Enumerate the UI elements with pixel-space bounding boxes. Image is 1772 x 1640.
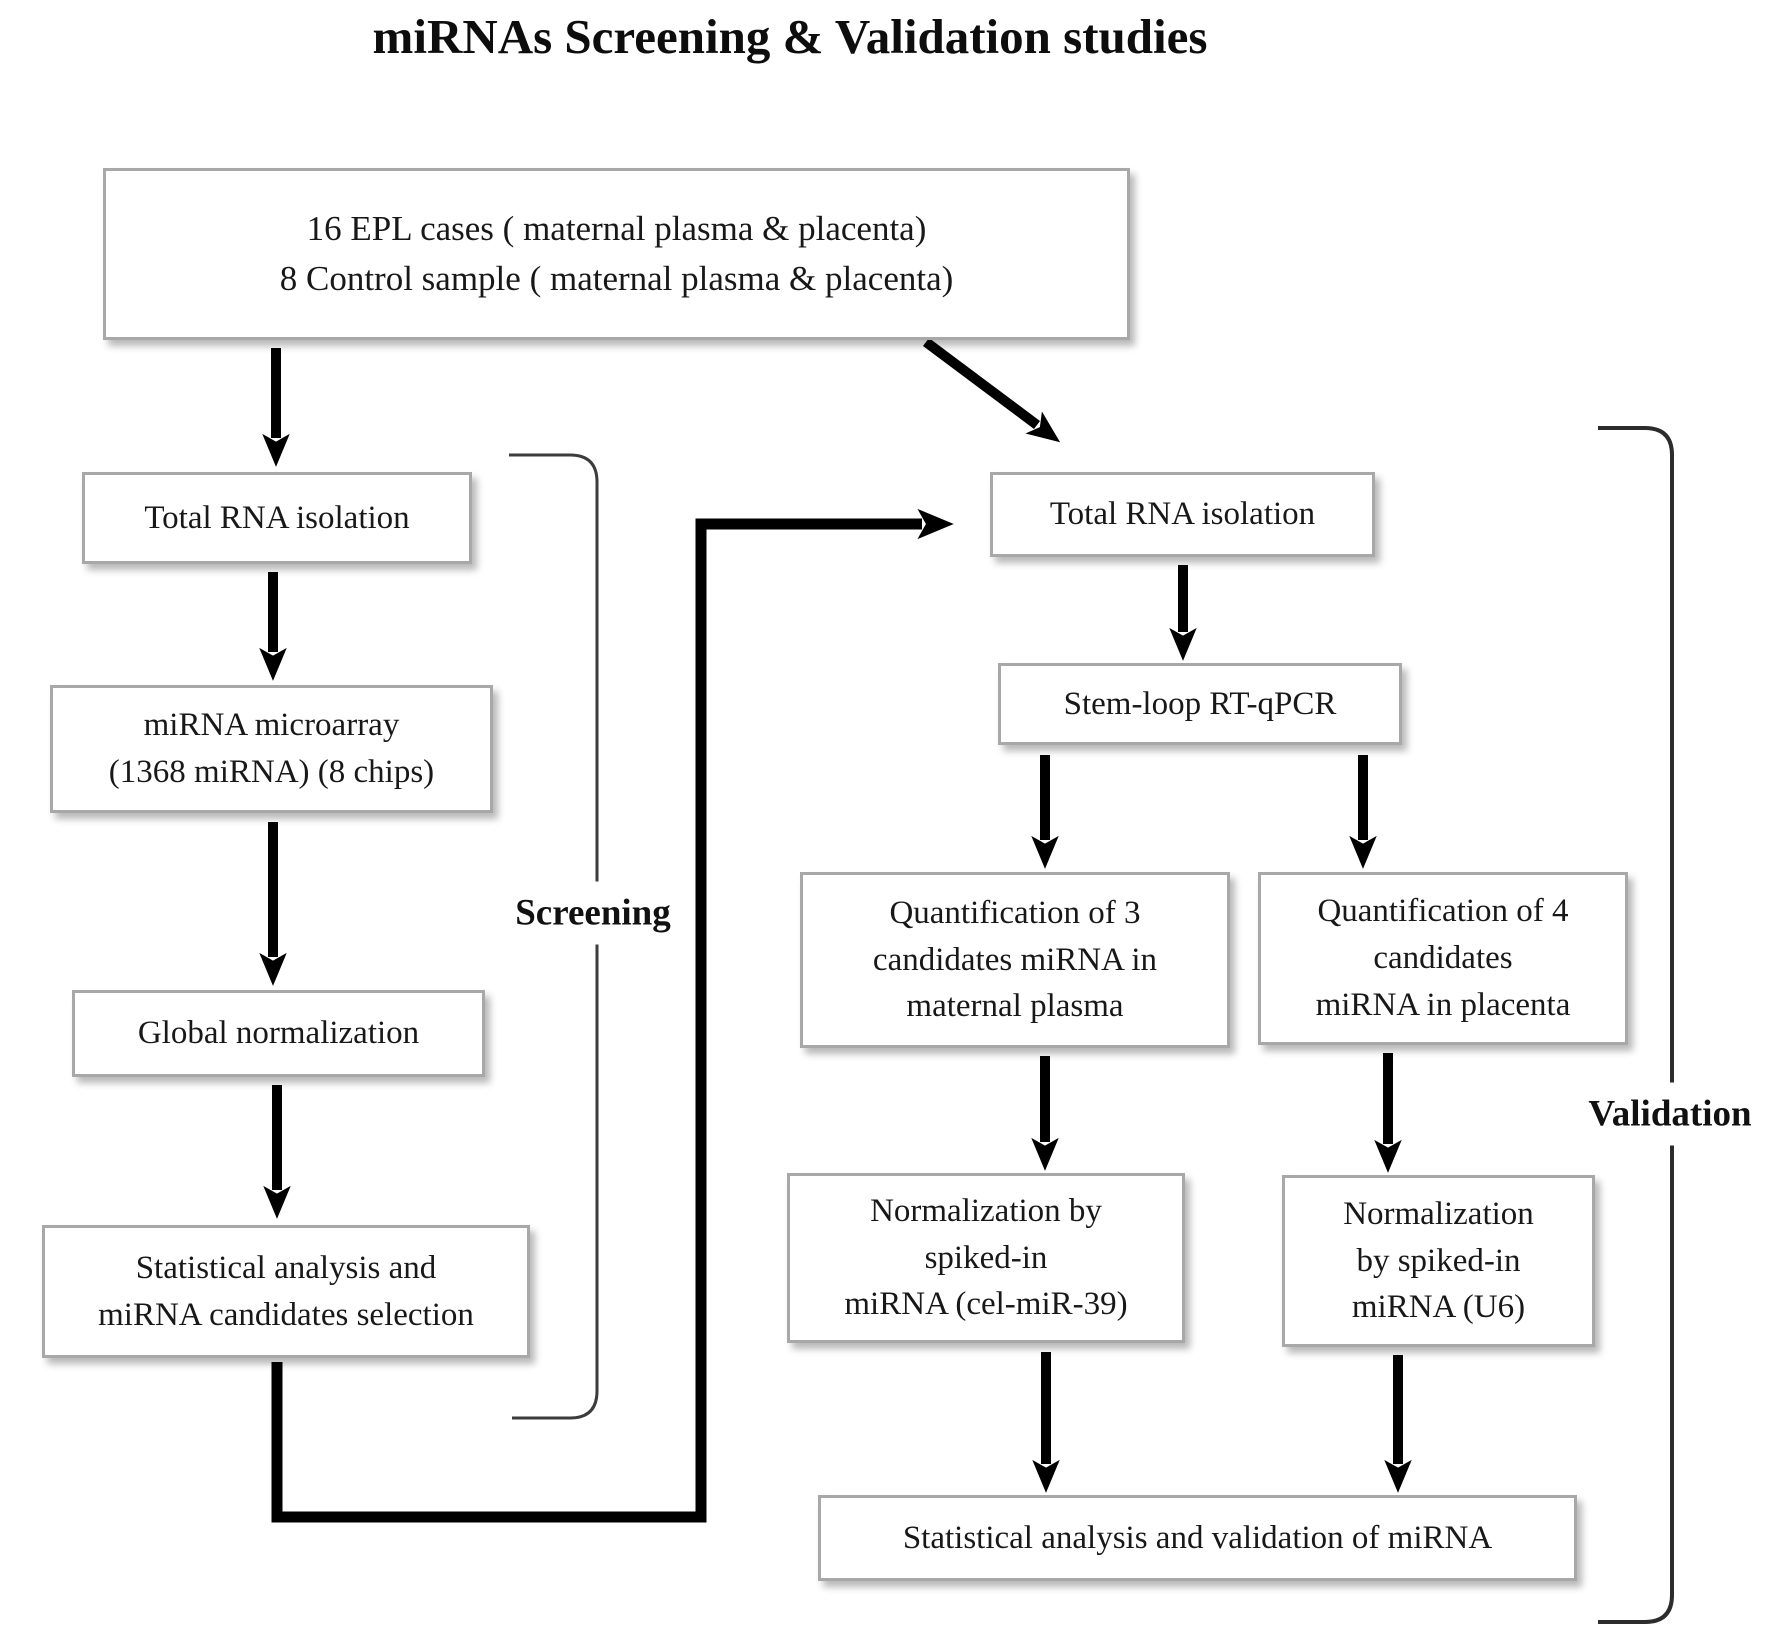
quantification-placenta-box: Quantification of 4 candidates miRNA in … <box>1258 872 1628 1045</box>
statistical-validation-box: Statistical analysis and validation of m… <box>818 1495 1577 1581</box>
global-normalization-box: Global normalization <box>72 990 485 1077</box>
validation-bracket-label: Validation <box>1584 1082 1756 1146</box>
quantification-plasma-box: Quantification of 3 candidates miRNA in … <box>800 872 1230 1048</box>
total-rna-isolation-screening-box: Total RNA isolation <box>82 472 472 564</box>
arrow-samples-to-rna-validation <box>923 337 1061 443</box>
screening-bracket-label: Screening <box>511 881 675 945</box>
mirna-microarray-box: miRNA microarray (1368 miRNA) (8 chips) <box>50 685 493 813</box>
page-title: miRNAs Screening & Validation studies <box>372 9 1208 64</box>
arrow-statselection-to-rna-validation <box>271 508 954 1523</box>
validation-bracket <box>1598 426 1674 1624</box>
normalization-placenta-box: Normalization by spiked-in miRNA (U6) <box>1282 1175 1595 1347</box>
normalization-plasma-box: Normalization by spiked-in miRNA (cel-mi… <box>787 1173 1185 1343</box>
statistical-analysis-selection-box: Statistical analysis and miRNA candidate… <box>42 1225 530 1358</box>
stemloop-rtqpcr-box: Stem-loop RT-qPCR <box>998 663 1402 745</box>
samples-box: 16 EPL cases ( maternal plasma & placent… <box>103 168 1130 340</box>
total-rna-isolation-validation-box: Total RNA isolation <box>990 472 1375 557</box>
